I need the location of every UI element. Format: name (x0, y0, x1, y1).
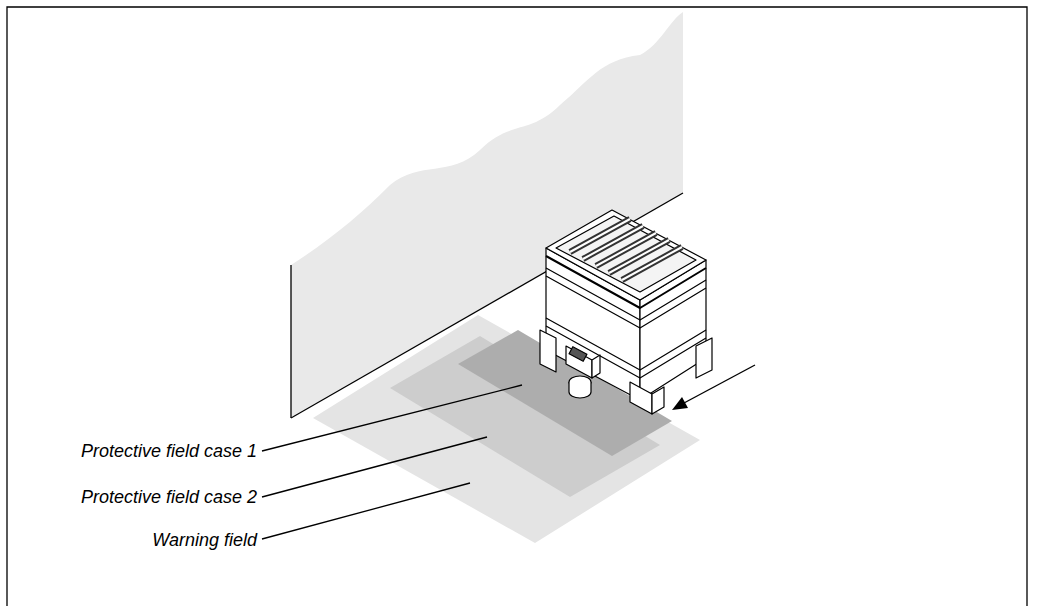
field-label: Protective field case 2 (81, 487, 257, 507)
field-label: Protective field case 1 (81, 441, 257, 461)
agv-vehicle (540, 210, 712, 414)
leader-line (262, 483, 470, 539)
travel-direction-arrow (684, 365, 755, 403)
wall-edge (290, 265, 291, 418)
leader-line (262, 385, 522, 451)
arrow-head (672, 397, 688, 410)
frame (7, 7, 1027, 606)
field-label: Warning field (152, 530, 257, 550)
